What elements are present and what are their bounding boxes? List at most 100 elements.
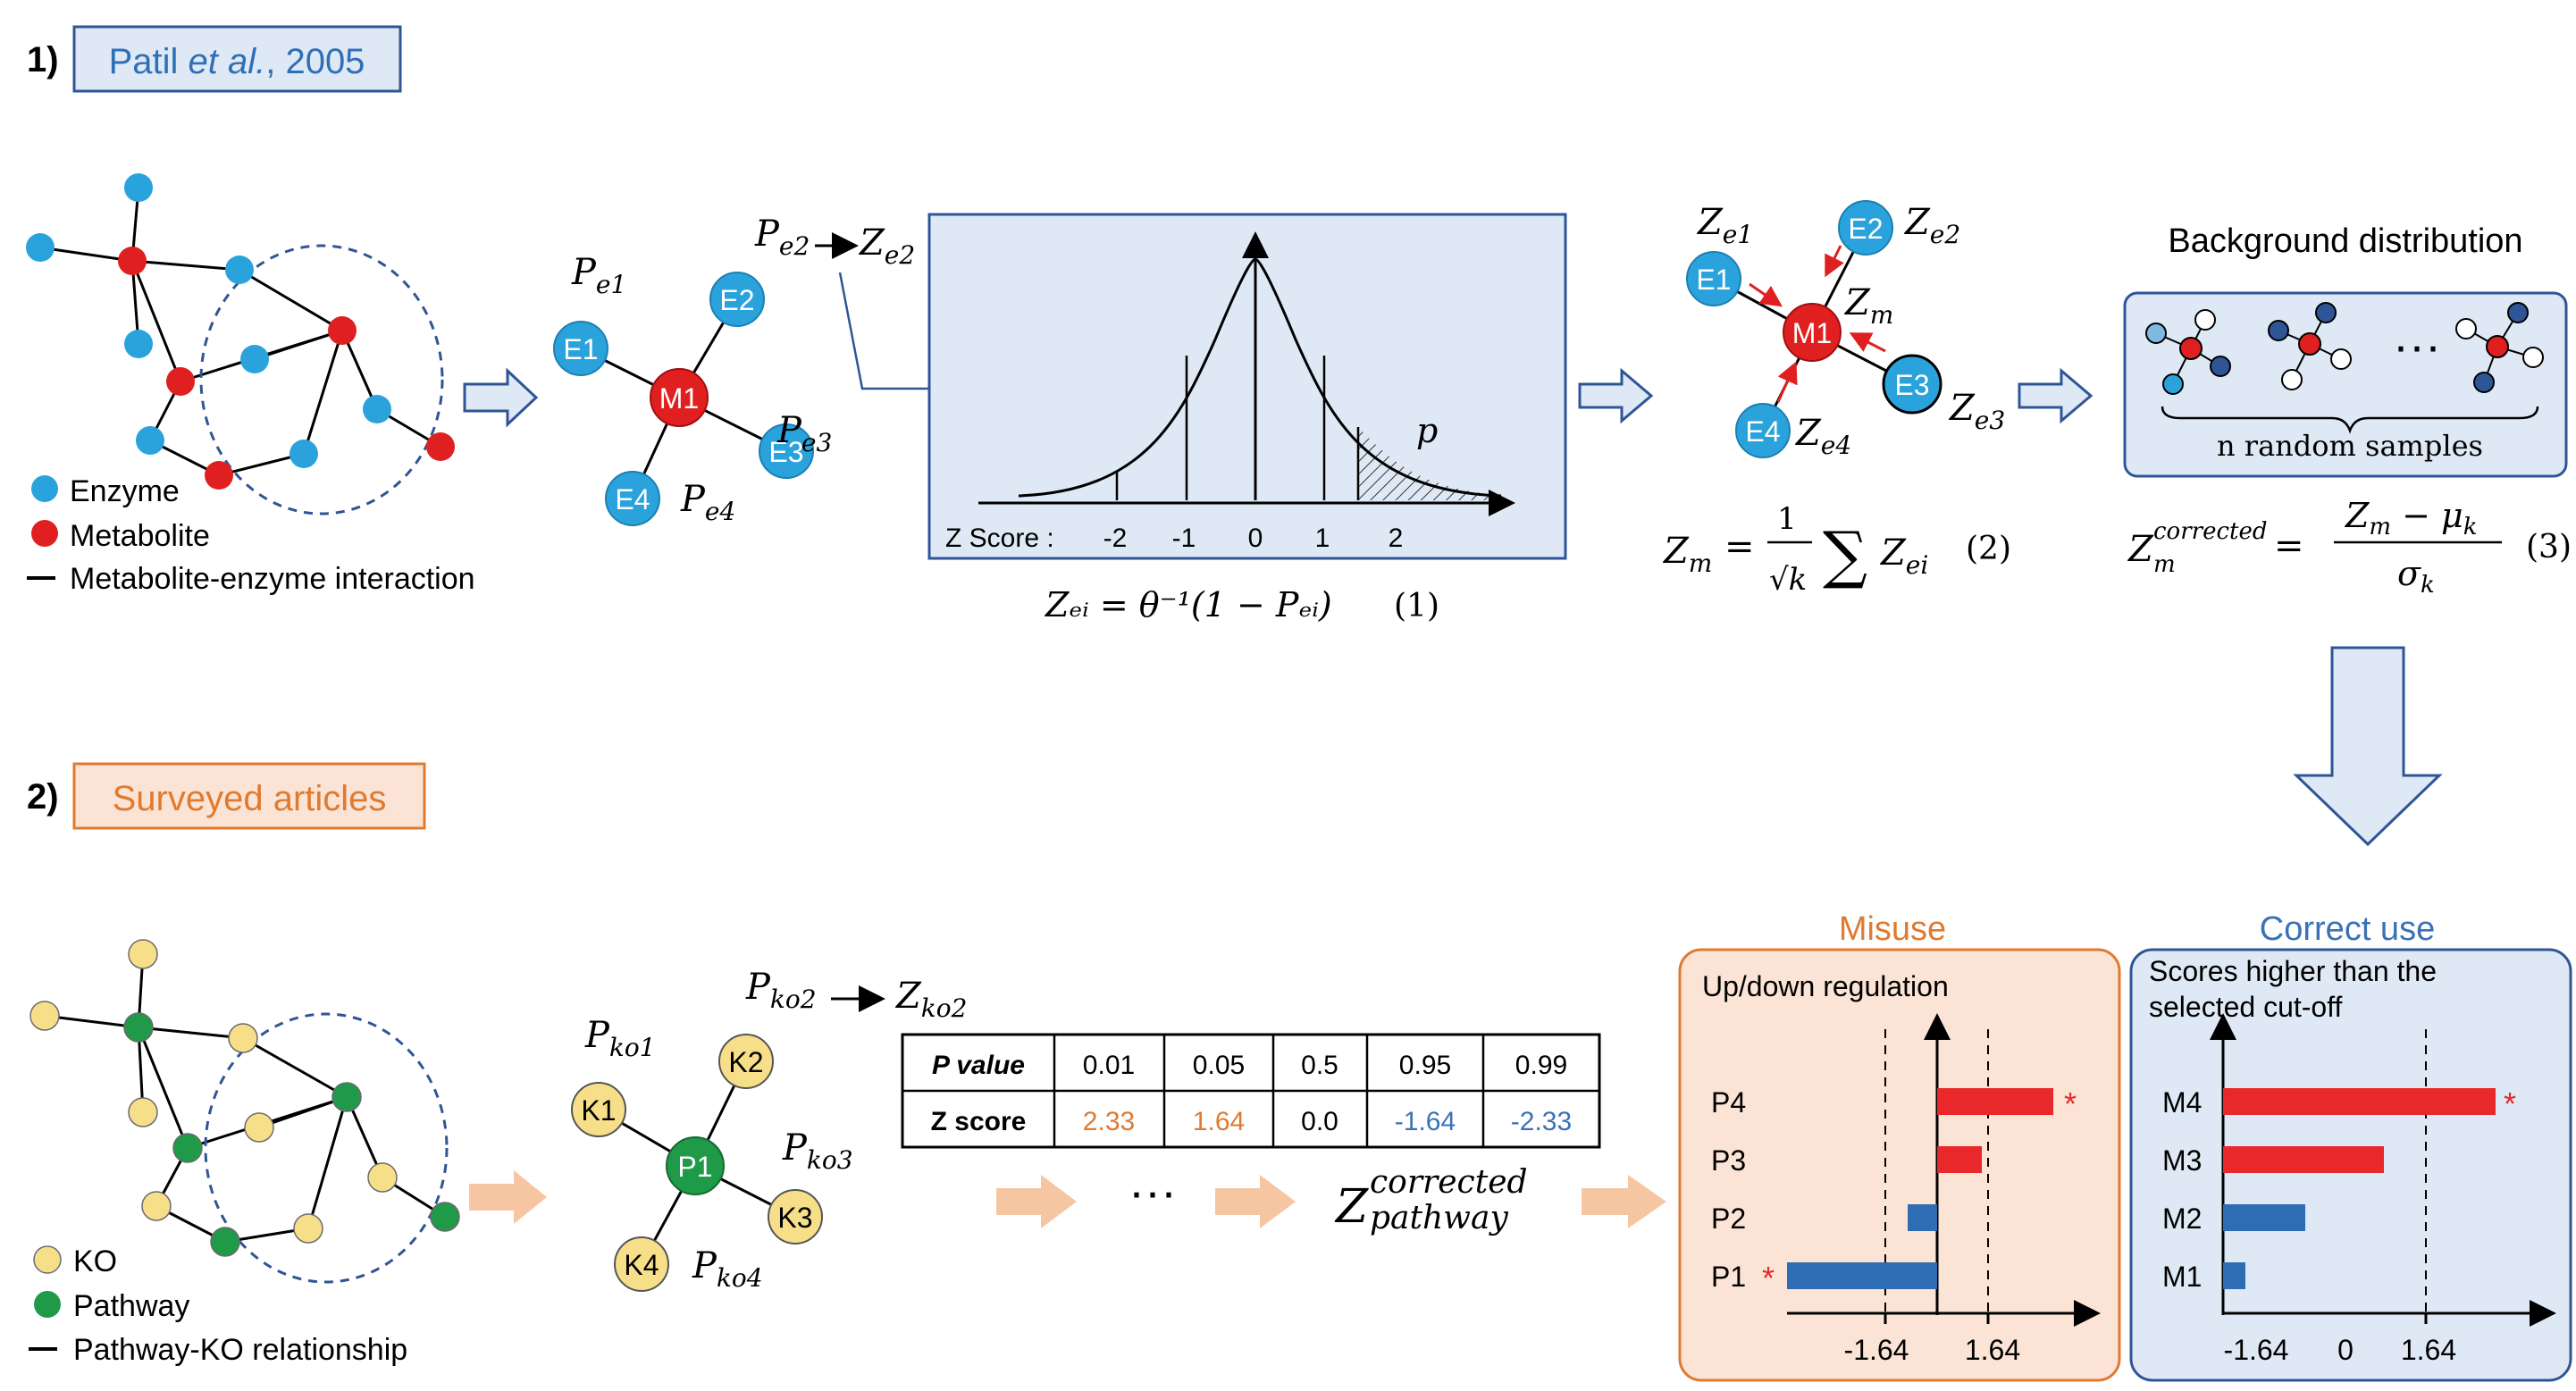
svg-text:Zei: Zei [1879,532,1928,580]
svg-text:Pe3: Pe3 [776,410,832,457]
svg-text:E3: E3 [768,436,803,468]
table-cell: 2.33 [1083,1107,1135,1136]
orange-arrow-4 [1582,1175,1666,1228]
svg-text:E4: E4 [1745,415,1780,448]
outline-arrow-3 [2018,367,2094,424]
svg-text:K3: K3 [777,1202,812,1234]
section1-title-box [72,25,402,93]
orange-arrow-3 [1215,1175,1296,1228]
pz-table: P value 0.01 0.05 0.5 0.95 0.99 Z score … [901,1033,1601,1149]
misuse-header: Misuse [1839,910,1946,948]
svg-text:Pko4: Pko4 [692,1245,763,1293]
zscore-tick: -2 [1103,524,1128,553]
down-arrow [2293,646,2443,847]
misuse-star: * [2064,1085,2077,1122]
sample-star-3 [2455,302,2544,393]
network-nodes [26,173,455,490]
correct-bar-m4 [2223,1088,2496,1115]
misuse-subtitle: Up/down regulation [1702,970,1949,1002]
ellipsis-dots: ··· [1129,1165,1177,1219]
table-header-zscore: Z score [931,1107,1027,1136]
samples-brace [2161,406,2539,434]
background-box [2123,291,2568,478]
svg-text:K2: K2 [728,1046,763,1078]
svg-text:E1: E1 [1696,264,1731,296]
svg-text:E2: E2 [719,284,754,316]
svg-text:E1: E1 [563,333,598,365]
correct-header: Correct use [2260,910,2435,948]
svg-text:Z: Z [1334,1180,1369,1234]
zscore-tick: -1 [1172,524,1196,553]
normal-curve [978,231,1515,516]
misuse-bar-p2 [1908,1204,1937,1231]
pko2-label: Pko2 [745,967,817,1014]
svg-text:corrected: corrected [1370,1164,1528,1201]
correct-bar-m2 [2223,1204,2305,1231]
table-cell: 0.5 [1301,1051,1338,1080]
misuse-chart: P4 P3 P2 P1 * * -1.64 1.64 [1711,1013,2101,1366]
table-header-pvalue: P value [932,1051,1025,1080]
ko-legend-icon [33,1245,62,1274]
svg-text:pathway: pathway [1370,1200,1508,1236]
correct-label: M4 [2162,1086,2202,1119]
correct-chart: M4 M3 M2 M1 * -1.64 0 1.64 [2162,1013,2556,1366]
ze2-label: Ze2 [858,222,915,270]
correct-bar-m3 [2223,1146,2384,1173]
table-cell: -2.33 [1511,1107,1572,1136]
section1-title: Patil et al., 2005 [109,42,365,81]
enzyme-star: M1 E1 E2 E3 E4 Pe1 Pe3 Pe4 [553,252,832,526]
svg-text:Pko3: Pko3 [782,1127,853,1175]
misuse-bar-p1 [1787,1262,1937,1289]
random-samples-label: n random samples [2217,429,2483,463]
section1-number: 1) [27,40,59,80]
svg-text:Zm: Zm [1662,531,1712,578]
orange-arrow-2 [996,1175,1077,1228]
enzyme-legend-icon [31,475,58,502]
svg-text:Ze2: Ze2 [1903,202,1960,249]
misuse-label: P3 [1711,1144,1746,1177]
table-cell: 1.64 [1193,1107,1245,1136]
misuse-tick: 1.64 [1965,1334,2020,1366]
equation-1-number: (1) [1394,588,1439,624]
svg-text:(2): (2) [1966,531,2011,567]
zscore-label: Z Score : [945,524,1054,553]
interaction-legend-label: Metabolite-enzyme interaction [70,562,475,596]
p-marker: p [1416,411,1438,450]
outline-arrow-1 [463,367,539,428]
table-cell: 0.01 [1083,1051,1135,1080]
zscore-tick: 1 [1315,524,1330,553]
correct-label: M2 [2162,1202,2202,1235]
pathway-legend-icon [34,1291,61,1318]
zcorrected-pathway: Z corrected pathway [1334,1164,1528,1236]
relationship-legend-label: Pathway-KO relationship [73,1333,407,1367]
sample-star-1 [2145,309,2231,395]
pathway-legend-label: Pathway [73,1289,189,1323]
metabolite-legend-icon [31,520,58,547]
svg-text:σk: σk [2397,554,2435,599]
highlight-ellipse [199,244,444,515]
table-cell: -1.64 [1395,1107,1456,1136]
pe2-label: Pe2 [754,214,810,261]
table-cell: 0.99 [1515,1051,1567,1080]
section2-title-box [72,762,426,830]
zscore-star: M1 E1 E2 E3 E4 Ze1 Ze2 Ze3 Ze4 Zm [1686,200,2005,460]
pathway-network-nodes [29,939,460,1257]
misuse-label: P4 [1711,1086,1746,1119]
correct-tick: 0 [2337,1334,2354,1366]
outline-arrow-2 [1578,367,1654,424]
correct-label: M1 [2162,1261,2202,1293]
svg-text:E3: E3 [1894,369,1929,401]
svg-text:M1: M1 [1792,317,1832,349]
svg-text:E2: E2 [1848,213,1883,245]
ko-legend-label: KO [73,1244,117,1278]
svg-text:m: m [2153,551,2176,578]
misuse-bar-p4 [1937,1088,2053,1115]
table-cell: 0.05 [1193,1051,1245,1080]
correct-tick: 1.64 [2401,1334,2456,1366]
correct-bar-m1 [2223,1262,2245,1289]
svg-text:∑: ∑ [1823,518,1867,591]
correct-subtitle: Scores higher than the [2149,955,2437,987]
svg-text:K4: K4 [624,1249,659,1281]
metabolic-network [39,187,441,477]
